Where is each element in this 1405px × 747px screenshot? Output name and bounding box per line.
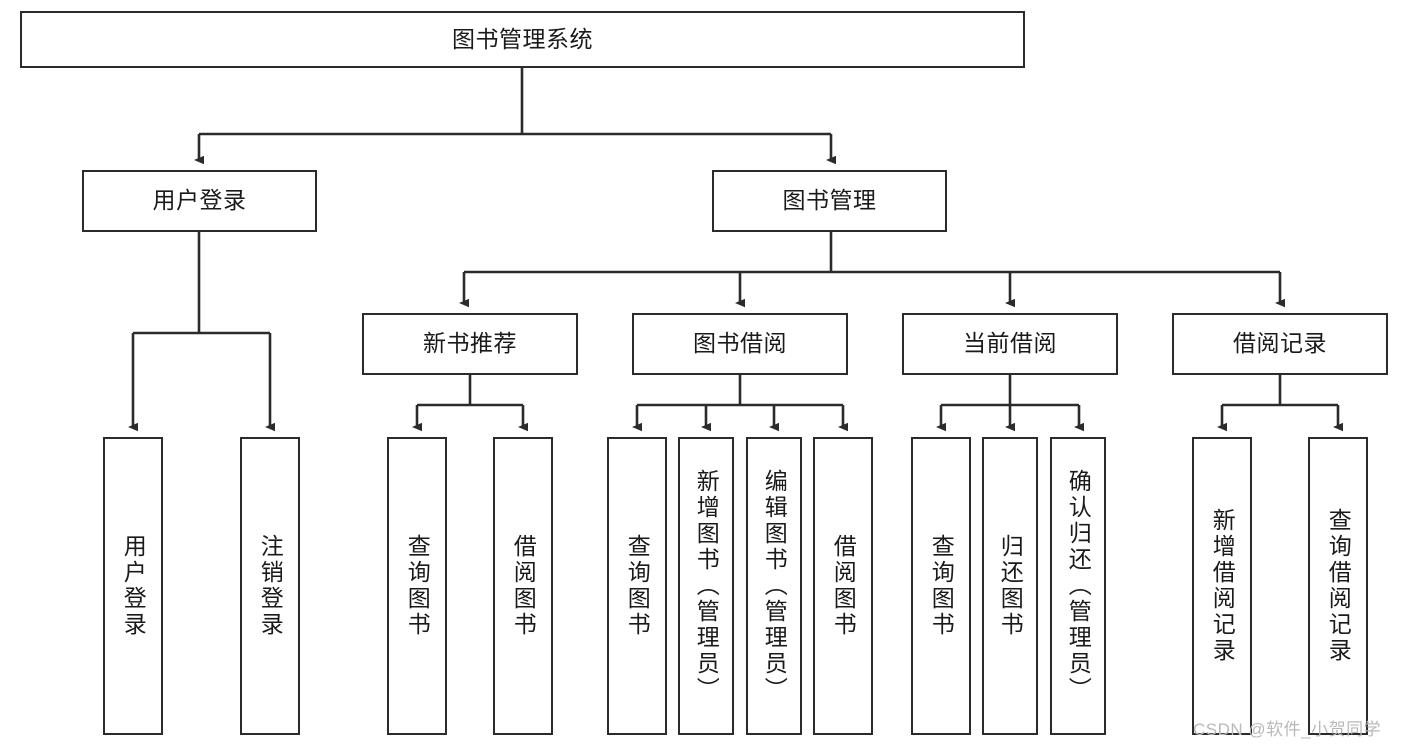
leaf-recommend-borrow-book-label: 借阅图书 bbox=[510, 534, 537, 638]
leaf-borrow-edit-book[interactable]: 编辑图书（管理员） bbox=[746, 437, 802, 735]
node-book-borrow-label: 图书借阅 bbox=[693, 330, 787, 357]
leaf-user-login-label: 用户登录 bbox=[120, 534, 147, 638]
node-root-label: 图书管理系统 bbox=[452, 25, 593, 52]
node-borrow-record[interactable]: 借阅记录 bbox=[1172, 313, 1388, 375]
leaf-borrow-query-book-label: 查询图书 bbox=[624, 534, 651, 638]
leaf-borrow-borrow-book-label: 借阅图书 bbox=[830, 534, 857, 638]
leaf-logout[interactable]: 注销登录 bbox=[240, 437, 300, 735]
leaf-record-query[interactable]: 查询借阅记录 bbox=[1308, 437, 1368, 735]
node-borrow-record-label: 借阅记录 bbox=[1233, 330, 1327, 357]
node-new-book-recommend-label: 新书推荐 bbox=[423, 330, 517, 357]
leaf-recommend-query-book[interactable]: 查询图书 bbox=[387, 437, 447, 735]
node-user-login-label: 用户登录 bbox=[152, 187, 247, 214]
node-book-management-label: 图书管理 bbox=[782, 187, 877, 214]
node-book-management[interactable]: 图书管理 bbox=[712, 170, 947, 232]
node-current-borrow[interactable]: 当前借阅 bbox=[902, 313, 1118, 375]
leaf-borrow-edit-book-label: 编辑图书（管理员） bbox=[761, 469, 788, 703]
leaf-current-query-book-label: 查询图书 bbox=[928, 534, 955, 638]
leaf-record-add-label: 新增借阅记录 bbox=[1209, 508, 1236, 664]
leaf-current-query-book[interactable]: 查询图书 bbox=[911, 437, 971, 735]
leaf-user-login[interactable]: 用户登录 bbox=[103, 437, 163, 735]
node-current-borrow-label: 当前借阅 bbox=[963, 330, 1057, 357]
leaf-recommend-borrow-book[interactable]: 借阅图书 bbox=[493, 437, 553, 735]
leaf-current-return-book-label: 归还图书 bbox=[997, 534, 1024, 638]
leaf-record-query-label: 查询借阅记录 bbox=[1325, 508, 1352, 664]
csdn-watermark: CSDN @软件_小贺同学 bbox=[1193, 720, 1382, 739]
node-root[interactable]: 图书管理系统 bbox=[20, 11, 1025, 68]
node-new-book-recommend[interactable]: 新书推荐 bbox=[362, 313, 578, 375]
leaf-record-add[interactable]: 新增借阅记录 bbox=[1192, 437, 1252, 735]
leaf-current-confirm-return[interactable]: 确认归还（管理员） bbox=[1050, 437, 1106, 735]
leaf-recommend-query-book-label: 查询图书 bbox=[404, 534, 431, 638]
leaf-borrow-add-book-label: 新增图书（管理员） bbox=[693, 469, 720, 703]
leaf-logout-label: 注销登录 bbox=[257, 534, 284, 638]
leaf-current-confirm-return-label: 确认归还（管理员） bbox=[1065, 469, 1092, 703]
node-user-login[interactable]: 用户登录 bbox=[82, 170, 317, 232]
node-book-borrow[interactable]: 图书借阅 bbox=[632, 313, 848, 375]
leaf-borrow-borrow-book[interactable]: 借阅图书 bbox=[813, 437, 873, 735]
leaf-current-return-book[interactable]: 归还图书 bbox=[982, 437, 1038, 735]
leaf-borrow-add-book[interactable]: 新增图书（管理员） bbox=[678, 437, 734, 735]
leaf-borrow-query-book[interactable]: 查询图书 bbox=[607, 437, 667, 735]
